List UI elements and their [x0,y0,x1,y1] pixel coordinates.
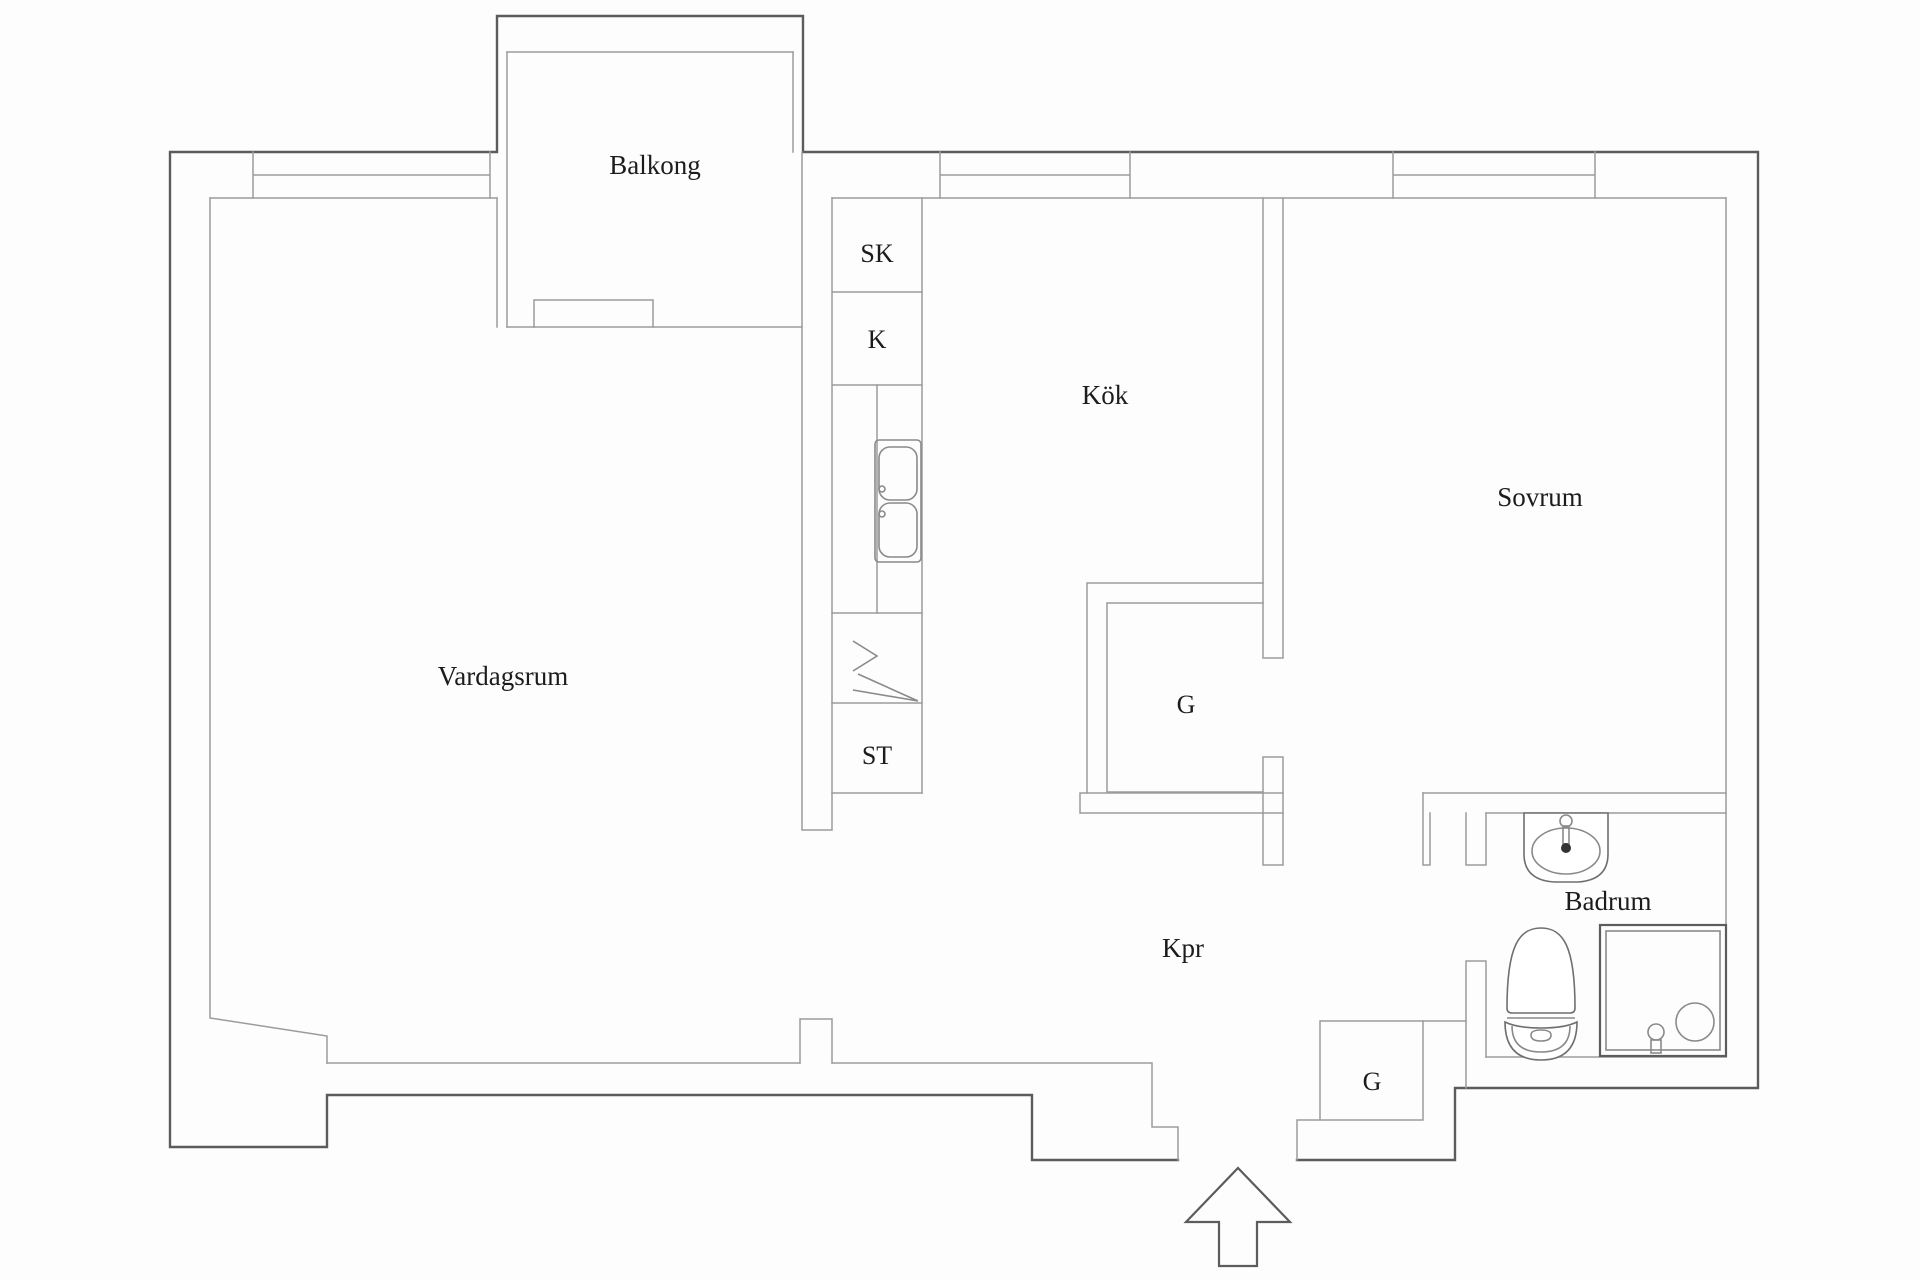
label-bathroom: Badrum [1565,886,1652,916]
exterior-wall-outline [168,14,1760,1162]
kitchen-bedroom-wall [1262,197,1284,866]
label-closet-sk: SK [860,239,893,268]
balcony-walls [496,51,803,328]
entry-arrow-icon [1183,1166,1293,1268]
kitchen-south-wall [1079,792,1284,814]
label-closet-k: K [868,325,887,354]
kitchen-west-wall [801,151,833,831]
label-wardrobe-kitchen: G [1177,690,1196,719]
shower-cabin-icon [1598,923,1728,1058]
label-closet-st: ST [862,741,892,770]
dishwasher-hatch-icon [852,640,919,702]
label-wardrobe-entry: G [1363,1067,1382,1096]
toilet-icon [1504,927,1578,1061]
label-living-room: Vardagsrum [438,661,568,691]
window-living-room [252,151,491,199]
kitchen-double-sink-icon [874,439,922,563]
kitchen-wardrobe-walls [1086,582,1264,794]
window-kitchen [939,151,1131,199]
entry-wardrobe-walls [1319,1020,1424,1121]
label-kitchen: Kök [1082,380,1129,410]
room-labels: Balkong SK K Kök Sovrum Vardagsrum G ST … [438,150,1652,1096]
kitchen-cabinet-column [831,197,923,794]
washbasin-icon [1523,812,1609,883]
bathroom-west-wall [1422,960,1487,1089]
label-bedroom: Sovrum [1497,482,1583,512]
window-bedroom [1392,151,1596,199]
label-corridor: Kpr [1162,933,1204,963]
label-balcony: Balkong [609,150,701,180]
